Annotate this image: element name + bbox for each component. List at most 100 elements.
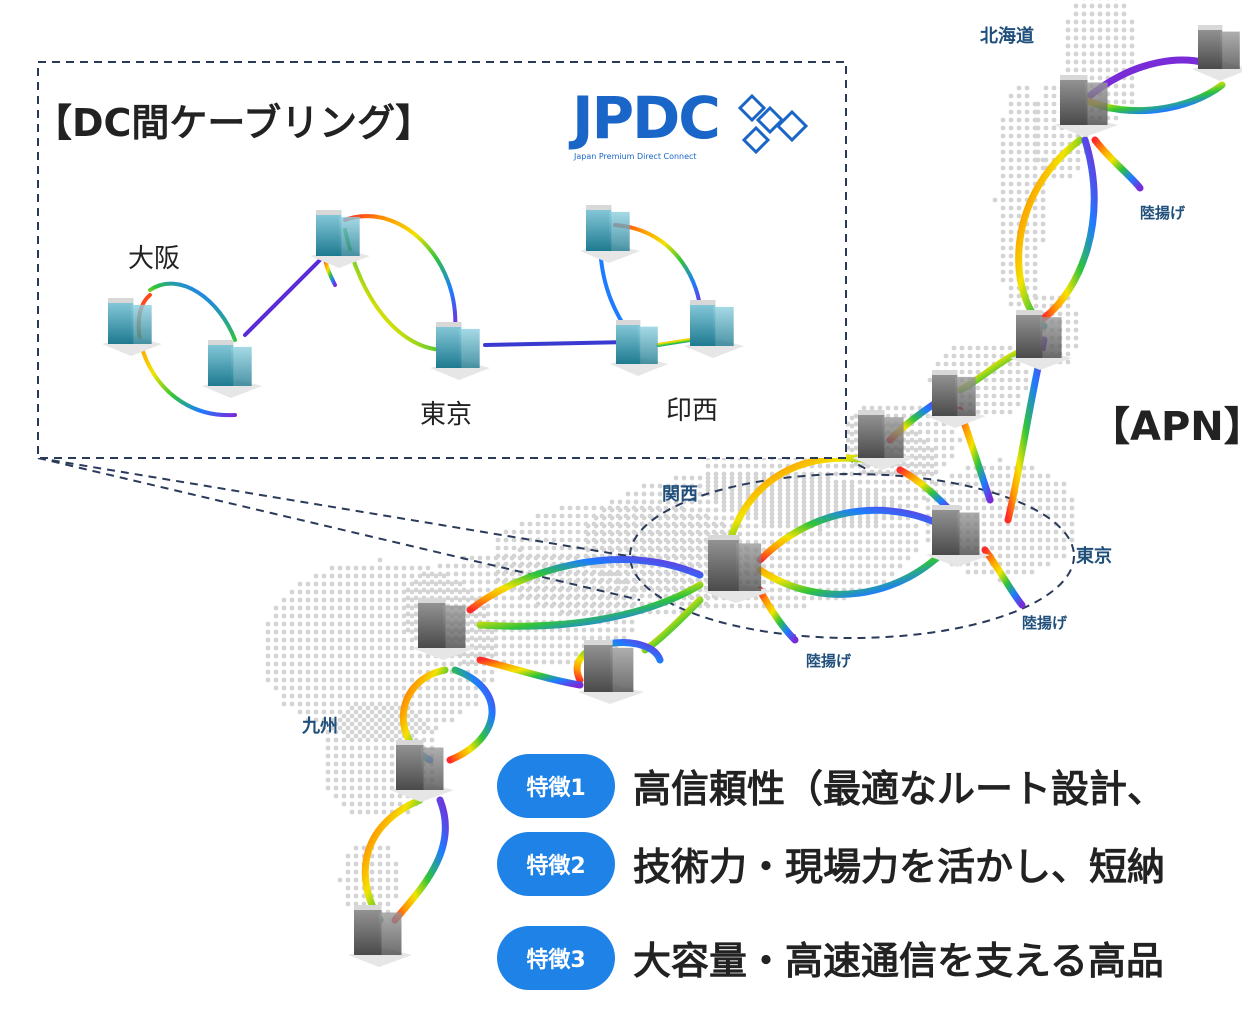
map-dot xyxy=(385,621,391,627)
map-dot xyxy=(825,539,831,545)
map-dot xyxy=(973,505,979,511)
map-dot xyxy=(761,495,767,501)
map-dot xyxy=(769,595,775,601)
map-dot xyxy=(481,669,487,675)
map-dot xyxy=(501,643,507,649)
map-dot xyxy=(695,577,701,583)
map-dot xyxy=(525,635,531,641)
map-dot xyxy=(377,621,383,627)
map-dot xyxy=(353,709,359,715)
map-dot xyxy=(573,595,579,601)
map-dot xyxy=(329,717,335,723)
map-dot xyxy=(901,461,907,467)
map-dot xyxy=(333,729,339,735)
map-dot xyxy=(473,701,479,707)
map-dot xyxy=(975,361,981,367)
map-dot xyxy=(721,491,727,497)
map-dot xyxy=(1129,51,1135,57)
map-dot xyxy=(729,603,735,609)
map-dot xyxy=(321,645,327,651)
map-dot xyxy=(785,587,791,593)
map-dot xyxy=(397,801,403,807)
map-dot xyxy=(849,483,855,489)
map-dot xyxy=(457,709,463,715)
map-dot xyxy=(1097,27,1103,33)
map-dot xyxy=(485,603,491,609)
map-dot xyxy=(769,507,775,513)
map-dot xyxy=(857,515,863,521)
map-dot xyxy=(1008,213,1014,219)
map-dot xyxy=(721,487,727,493)
map-dot xyxy=(623,529,629,535)
map-dot xyxy=(825,571,831,577)
map-dot xyxy=(785,495,791,501)
map-dot xyxy=(289,653,295,659)
map-dot xyxy=(289,669,295,675)
map-dot xyxy=(281,629,287,635)
map-dot xyxy=(313,661,319,667)
map-dot xyxy=(737,603,743,609)
map-dot xyxy=(889,503,895,509)
map-dot xyxy=(557,595,563,601)
map-dot xyxy=(999,401,1005,407)
map-dot xyxy=(929,447,935,453)
map-dot xyxy=(639,521,645,527)
map-dot xyxy=(297,677,303,683)
map-dot xyxy=(377,589,383,595)
map-dot xyxy=(607,529,613,535)
map-dot xyxy=(273,669,279,675)
map-dot xyxy=(1032,261,1038,267)
map-dot xyxy=(639,569,645,575)
map-dot xyxy=(957,473,963,479)
map-dot xyxy=(997,473,1003,479)
map-dot xyxy=(333,753,339,759)
map-dot xyxy=(329,637,335,643)
map-dot xyxy=(369,661,375,667)
map-dot xyxy=(1021,489,1027,495)
map-dot xyxy=(393,701,399,707)
map-dot xyxy=(1008,245,1014,251)
map-dot xyxy=(1113,59,1119,65)
map-dot xyxy=(981,505,987,511)
map-dot xyxy=(345,709,351,715)
map-dot xyxy=(273,637,279,643)
map-dot xyxy=(641,483,647,489)
map-dot xyxy=(429,571,435,577)
map-dot xyxy=(849,539,855,545)
map-dot xyxy=(449,581,455,587)
map-dot xyxy=(941,481,947,487)
map-dot xyxy=(769,487,775,493)
map-dot xyxy=(405,603,411,609)
map-dot xyxy=(1121,11,1127,17)
map-dot xyxy=(393,709,399,715)
map-dot xyxy=(325,785,331,791)
map-dot xyxy=(639,545,645,551)
map-dot xyxy=(1051,133,1057,139)
map-dot xyxy=(629,627,635,633)
map-dot xyxy=(281,621,287,627)
map-dot xyxy=(1073,67,1079,73)
map-dot xyxy=(473,637,479,643)
map-dot xyxy=(1008,221,1014,227)
map-dot xyxy=(373,801,379,807)
map-dot xyxy=(857,491,863,497)
map-dot xyxy=(445,579,451,585)
map-dot xyxy=(1065,327,1071,333)
map-dot xyxy=(297,629,303,635)
map-dot xyxy=(1016,205,1022,211)
map-dot xyxy=(1032,221,1038,227)
map-dot xyxy=(341,753,347,759)
map-dot xyxy=(1105,51,1111,57)
map-dot xyxy=(997,529,1003,535)
map-dot xyxy=(369,885,375,891)
map-dot xyxy=(345,685,351,691)
map-dot xyxy=(337,709,343,715)
map-dot xyxy=(449,685,455,691)
map-dot xyxy=(385,861,391,867)
map-dot xyxy=(549,603,555,609)
map-dot xyxy=(925,497,931,503)
map-dot xyxy=(525,587,531,593)
map-dot xyxy=(489,669,495,675)
map-dot xyxy=(671,569,677,575)
map-dot xyxy=(337,725,343,731)
